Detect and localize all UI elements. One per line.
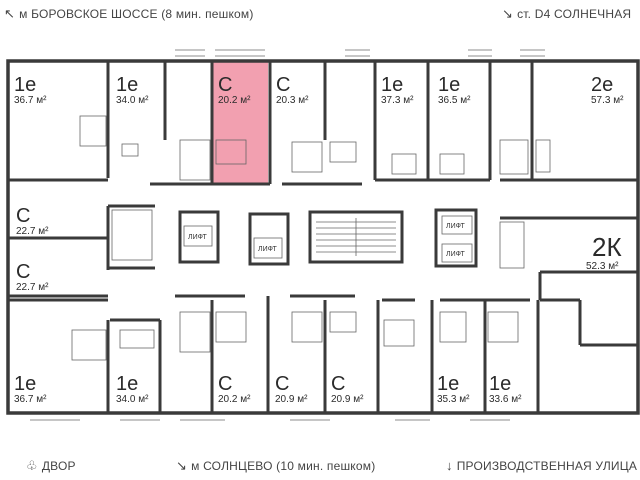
unit-area-label: 35.3 м² xyxy=(437,394,470,405)
direction-top-right-text: ст. D4 СОЛНЕЧНАЯ xyxy=(517,7,632,21)
direction-bottom-center-text: м СОЛНЦЕВО (10 мин. пешком) xyxy=(191,459,376,473)
direction-top-left-text: м БОРОВСКОЕ ШОССЕ (8 мин. пешком) xyxy=(19,7,254,21)
unit-type-label: С xyxy=(16,205,30,227)
unit-type-label: 1е xyxy=(381,74,403,96)
unit-area-label: 22.7 м² xyxy=(16,282,49,293)
arrow-down-right-icon: ↘ xyxy=(502,6,514,21)
unit-type-label: 1е xyxy=(14,74,36,96)
direction-top-left: ↖м БОРОВСКОЕ ШОССЕ (8 мин. пешком) xyxy=(4,6,254,22)
unit-type-label: 2К xyxy=(592,232,622,262)
direction-bottom-left-text: ДВОР xyxy=(41,459,76,473)
unit-area-label: 52.3 м² xyxy=(586,261,619,272)
direction-bottom-right: ↓ПРОИЗВОДСТВЕННАЯ УЛИЦА xyxy=(446,458,637,473)
unit-area-label: 20.2 м² xyxy=(218,95,251,106)
arrow-up-left-icon: ↖ xyxy=(4,6,16,21)
interior-walls xyxy=(8,61,638,413)
direction-bottom-center: ↘м СОЛНЦЕВО (10 мин. пешком) xyxy=(176,458,375,474)
unit-area-label: 34.0 м² xyxy=(116,394,149,405)
unit-area-label: 33.6 м² xyxy=(489,394,522,405)
unit-area-label: 37.3 м² xyxy=(381,95,414,106)
unit-type-label: 2е xyxy=(591,74,613,96)
unit-area-label: 20.9 м² xyxy=(275,394,308,405)
unit-area-label: 34.0 м² xyxy=(116,95,149,106)
unit-area-label: 20.2 м² xyxy=(218,394,251,405)
lift-label: ЛИФТ xyxy=(446,251,466,258)
unit-area-label: 57.3 м² xyxy=(591,95,624,106)
direction-bottom-right-text: ПРОИЗВОДСТВЕННАЯ УЛИЦА xyxy=(456,459,638,473)
unit-area-label: 22.7 м² xyxy=(16,226,49,237)
unit-area-label: 20.9 м² xyxy=(331,394,364,405)
unit-type-label: 1е xyxy=(438,74,460,96)
unit-area-label: 20.3 м² xyxy=(276,95,309,106)
arrow-down-icon: ↓ xyxy=(446,458,453,473)
direction-top-right: ↘ст. D4 СОЛНЕЧНАЯ xyxy=(502,6,631,22)
unit-labels: 1е 36.7 м² 1е 34.0 м² С 20.2 м² С 20.3 м… xyxy=(14,74,624,405)
window-marks-top xyxy=(30,49,545,421)
unit-type-label: 1е xyxy=(116,373,138,395)
unit-type-label: С xyxy=(331,373,345,395)
unit-area-label: 36.7 м² xyxy=(14,95,47,106)
unit-area-label: 36.5 м² xyxy=(438,95,471,106)
lift-label: ЛИФТ xyxy=(446,223,466,230)
bathroom-fixtures xyxy=(71,115,551,361)
unit-type-label: С xyxy=(16,261,30,283)
unit-type-label: 1е xyxy=(437,373,459,395)
unit-type-label: 1е xyxy=(116,74,138,96)
unit-type-label: 1е xyxy=(489,373,511,395)
unit-area-label: 36.7 м² xyxy=(14,394,47,405)
lift-group: ЛИФТ ЛИФТ ЛИФТ ЛИФТ xyxy=(183,215,473,263)
lift-label: ЛИФТ xyxy=(258,246,278,253)
stairwell xyxy=(316,218,396,256)
tree-bench-icon: ♧ xyxy=(26,458,38,473)
unit-type-label: С xyxy=(218,373,232,395)
lift-label: ЛИФТ xyxy=(188,234,208,241)
unit-type-label: С xyxy=(218,74,232,96)
unit-type-label: С xyxy=(276,74,290,96)
arrow-down-right-icon: ↘ xyxy=(176,458,188,473)
unit-type-label: С xyxy=(275,373,289,395)
unit-type-label: 1е xyxy=(14,373,36,395)
direction-bottom-left: ♧ДВОР xyxy=(26,458,76,474)
